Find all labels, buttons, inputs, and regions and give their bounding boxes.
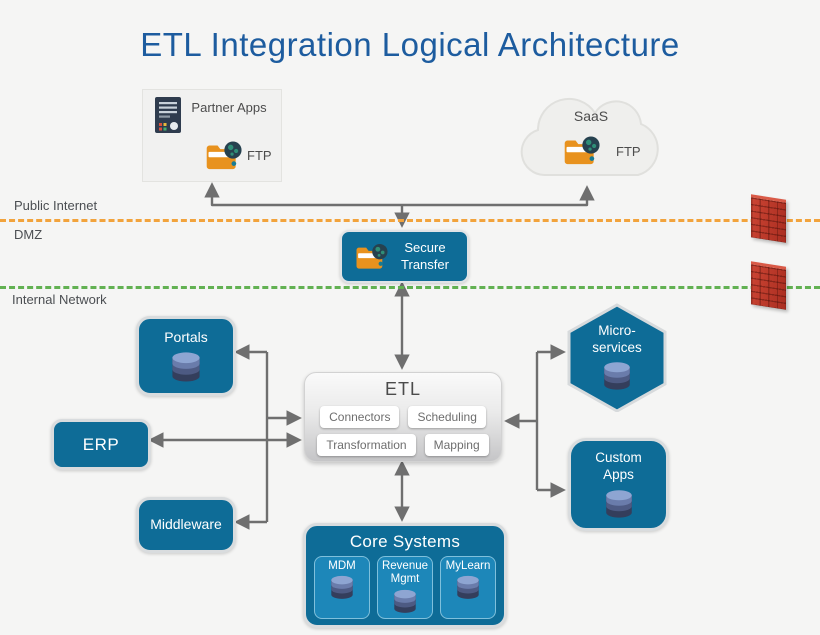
etl-component-scheduling: Scheduling	[408, 406, 486, 428]
server-icon	[155, 97, 181, 133]
partner-apps-node: Partner Apps FTP	[142, 89, 282, 182]
internal-network-boundary-line	[0, 286, 820, 289]
erp-node: ERP	[51, 419, 151, 470]
partner-apps-label: Partner Apps	[191, 100, 267, 115]
database-icon	[394, 589, 416, 613]
saas-ftp-label: FTP	[616, 144, 641, 159]
core-system-mylearn-label: MyLearn	[445, 560, 491, 573]
firewall-icon	[751, 194, 786, 243]
core-system-revenue-mgmt-label: Revenue Mgmt	[381, 560, 429, 586]
core-systems-node: Core Systems MDM Revenue Mgmt	[303, 523, 507, 628]
core-system-revenue-mgmt: Revenue Mgmt	[377, 556, 433, 620]
microservices-node: Micro-services	[566, 302, 668, 412]
middleware-node: Middleware	[136, 497, 236, 553]
ftp-folder-icon	[206, 141, 242, 170]
core-systems-label: Core Systems	[349, 532, 461, 551]
ftp-folder-icon	[564, 136, 600, 165]
database-icon	[172, 352, 200, 382]
microservices-label: Micro-services	[592, 323, 642, 355]
portals-node: Portals	[136, 316, 236, 396]
partner-apps-ftp-label: FTP	[247, 148, 272, 163]
secure-transfer-label: Secure Transfer	[401, 240, 449, 272]
public-internet-boundary-line	[0, 219, 820, 222]
etl-component-mapping: Mapping	[424, 434, 489, 456]
custom-apps-label: Custom Apps	[595, 450, 642, 482]
custom-apps-node: Custom Apps	[568, 438, 669, 531]
etl-component-connectors: Connectors	[320, 406, 400, 428]
core-system-mylearn: MyLearn	[440, 556, 496, 620]
erp-label: ERP	[82, 434, 120, 454]
etl-label: ETL	[384, 379, 421, 399]
database-icon	[457, 576, 479, 600]
page-title: ETL Integration Logical Architecture	[140, 26, 680, 63]
ftp-folder-icon	[356, 244, 388, 269]
zone-label-internal-network: Internal Network	[12, 292, 107, 307]
core-system-mdm: MDM	[314, 556, 370, 620]
firewall-icon	[751, 261, 786, 310]
portals-label: Portals	[164, 329, 208, 346]
database-icon	[604, 362, 630, 390]
hexagon-shape	[567, 303, 667, 412]
zone-label-dmz: DMZ	[14, 227, 43, 242]
database-icon	[331, 576, 353, 600]
etl-node: ETL Connectors Scheduling Transformation…	[304, 372, 502, 462]
middleware-label: Middleware	[150, 516, 222, 533]
zone-label-public-internet: Public Internet	[14, 198, 98, 213]
database-icon	[605, 490, 632, 518]
saas-label: SaaS	[573, 108, 609, 124]
core-system-mdm-label: MDM	[328, 560, 356, 573]
etl-component-transformation: Transformation	[317, 434, 416, 456]
saas-node: SaaS FTP	[505, 80, 677, 178]
secure-transfer-node: Secure Transfer	[340, 230, 469, 283]
